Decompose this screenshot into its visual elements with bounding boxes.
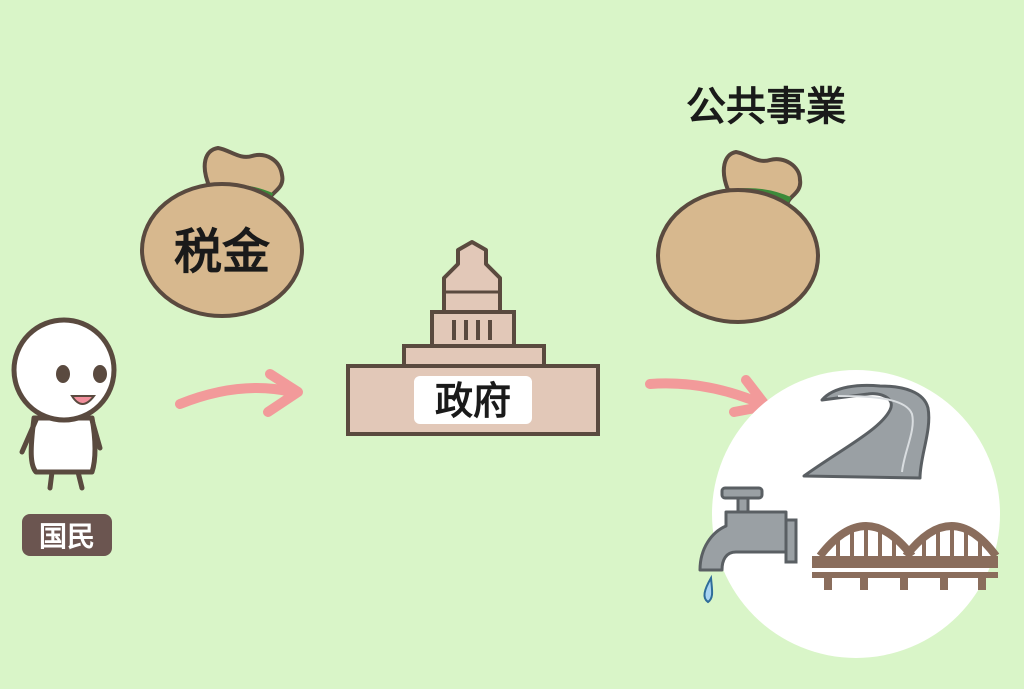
person-icon [11, 317, 117, 491]
tax-label: 税金 [174, 224, 271, 280]
citizen-label: 国民 [22, 514, 112, 556]
government-building-icon [346, 240, 600, 436]
citizen-label-text: 国民 [39, 520, 95, 553]
bridge-icon [812, 522, 1000, 590]
money-bag-icon [656, 150, 820, 324]
public-works-label: 公共事業 [686, 84, 846, 130]
road-icon [802, 383, 931, 480]
arrow-to-public-works [645, 375, 771, 417]
government-label: 政府 [435, 379, 511, 423]
faucet-icon [698, 486, 798, 604]
public-works-circle [712, 370, 1000, 658]
arrow-to-government [175, 369, 303, 417]
money-bag-icon [140, 146, 304, 318]
